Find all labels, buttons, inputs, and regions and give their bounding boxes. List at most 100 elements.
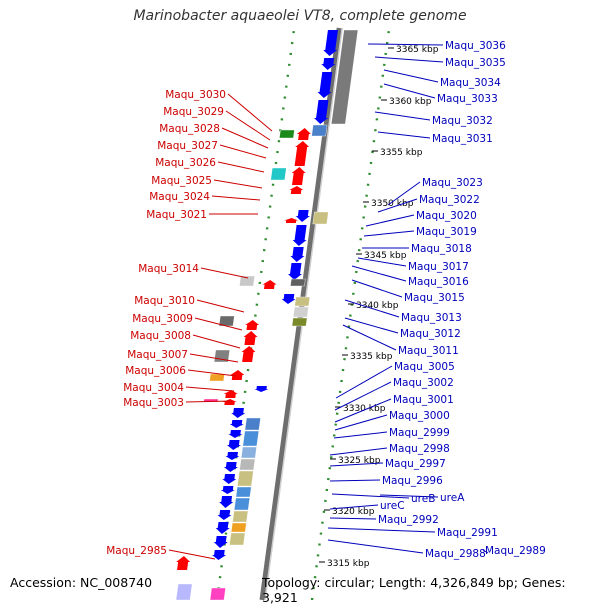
leader-line <box>334 414 388 431</box>
gene-box <box>239 458 256 471</box>
leader-line <box>327 539 424 554</box>
gene-label-left: Maqu_3009 <box>132 313 193 325</box>
leader-line <box>374 56 444 63</box>
kbp-tick-label: 3335 kbp <box>350 352 393 362</box>
gene-fwd <box>241 346 256 362</box>
gene-rev-small <box>254 386 269 392</box>
leader-line <box>196 299 245 313</box>
gene-box <box>244 417 261 431</box>
gene-box-pink <box>209 587 226 600</box>
gene-label-right: Maqu_3023 <box>422 177 483 189</box>
gene-box <box>240 446 257 459</box>
gene-rev-top <box>314 100 329 124</box>
kbp-tick-label: 3340 kbp <box>356 301 399 311</box>
gene-rev <box>213 536 228 548</box>
leader-line <box>227 93 273 132</box>
gene-box <box>229 532 246 546</box>
gene-label-right: ureB <box>411 493 435 505</box>
gene-label-left: Maqu_3028 <box>159 123 220 135</box>
gene-label-left: Maqu_3010 <box>134 295 195 307</box>
leader-line <box>329 517 377 520</box>
accession-text: Accession: NC_008740 <box>10 575 153 590</box>
gene-box-tan <box>294 296 311 307</box>
leader-line <box>379 494 439 498</box>
leader-line <box>342 324 397 351</box>
gene-rev <box>288 263 303 280</box>
leader-line <box>383 83 436 99</box>
gene-box-olive <box>291 317 308 327</box>
gene-rev-top <box>317 72 333 98</box>
leader-line <box>335 365 393 399</box>
gene-fwd <box>223 390 238 398</box>
leader-line <box>213 179 263 189</box>
gene-rev <box>212 550 227 560</box>
leader-line <box>482 549 489 554</box>
gene-label-right: Maqu_3018 <box>411 243 472 255</box>
leader-line <box>211 195 261 201</box>
kbp-tick-label: 3360 kbp <box>389 97 432 107</box>
leader-line <box>185 386 235 392</box>
leader-line <box>200 267 249 279</box>
leader-line <box>377 131 431 139</box>
gene-label-left: Maqu_3026 <box>155 157 216 169</box>
leader-line <box>344 299 400 318</box>
leader-line <box>333 431 388 439</box>
leader-line <box>331 493 410 499</box>
gene-label-right: Maqu_3017 <box>408 261 469 273</box>
gene-label-left: Maqu_3006 <box>125 365 186 377</box>
gene-rev <box>281 294 296 304</box>
gene-fwd <box>245 320 260 330</box>
gene-rev <box>229 420 244 428</box>
leader-line <box>327 527 436 533</box>
gene-box-orange <box>209 373 225 382</box>
gene-label-right: Maqu_3001 <box>393 394 454 406</box>
leader-line <box>334 398 392 423</box>
gene-label-right: ureA <box>440 492 465 504</box>
gene-rev-top <box>321 58 336 70</box>
gene-box-cyan <box>270 167 287 181</box>
leader-line <box>329 462 384 467</box>
gene-fwd <box>230 370 245 380</box>
gene-box <box>235 486 252 498</box>
gene-label-left: Maqu_3025 <box>151 175 212 187</box>
gene-label-right: Maqu_3013 <box>401 312 462 324</box>
gene-label-right: Maqu_3012 <box>400 328 461 340</box>
gene-rev <box>231 408 246 418</box>
leader-line <box>329 447 388 456</box>
gene-fwd <box>289 186 304 194</box>
gene-box-green <box>279 129 295 139</box>
gene-label-left: Maqu_2985 <box>106 545 167 557</box>
gene-label-right: Maqu_3019 <box>416 226 477 238</box>
gene-label-right: Maqu_2992 <box>378 514 439 526</box>
gene-label-right: Maqu_3036 <box>445 40 506 52</box>
gene-box <box>175 583 193 600</box>
gene-label-right: Maqu_2996 <box>382 475 443 487</box>
gene-label-left: Maqu_3030 <box>165 89 226 101</box>
gene-label-left: Maqu_3004 <box>123 382 184 394</box>
leader-line <box>192 334 241 349</box>
leader-line <box>185 400 233 403</box>
leader-line <box>189 353 239 363</box>
leader-line <box>387 181 421 206</box>
gene-label-right: Maqu_3002 <box>393 377 454 389</box>
gene-fwd <box>176 556 191 570</box>
leader-line <box>187 369 237 377</box>
gene-label-right: Maqu_2997 <box>385 458 446 470</box>
gene-fwd-small <box>284 218 299 223</box>
leader-line <box>351 279 403 298</box>
leader-line <box>221 127 269 149</box>
gene-label-left: Maqu_3014 <box>138 263 199 275</box>
gene-label-right: Maqu_2999 <box>389 427 450 439</box>
kbp-tick-label: 3315 kbp <box>327 559 370 569</box>
gene-label-right: Maqu_2991 <box>437 527 498 539</box>
gene-rev <box>290 247 305 262</box>
gene-box <box>230 522 247 533</box>
kbp-tick-label: 3345 kbp <box>364 251 407 261</box>
gene-fwd <box>291 167 306 185</box>
gene-label-right: Maqu_3032 <box>432 115 493 127</box>
gene-rev <box>292 225 307 246</box>
gene-label-right: Maqu_2988 <box>425 548 486 560</box>
gene-box-lightgrey <box>239 275 255 287</box>
